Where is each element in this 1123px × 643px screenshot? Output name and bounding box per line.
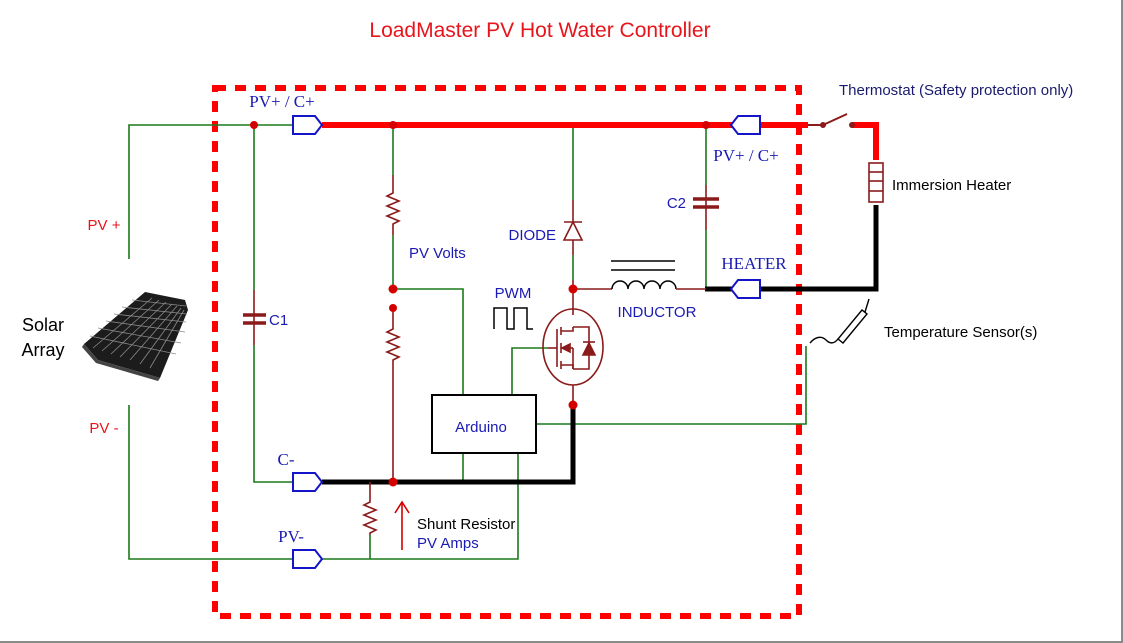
shunt-resistor-icon [361, 482, 379, 535]
thermostat-switch-icon [808, 113, 855, 128]
capacitor-c1-label: C1 [269, 312, 288, 329]
mosfet-icon [542, 280, 604, 405]
pv-positive-bus [322, 122, 879, 160]
current-direction-arrow-icon [394, 500, 410, 550]
inductor-label: INDUCTOR [618, 304, 697, 321]
connector-label-pv-plus-c-plus-in: PV+ / C+ [249, 92, 314, 111]
connector-label-pv-plus-c-plus-out: PV+ / C+ [713, 146, 778, 165]
pv-minus-label: PV - [89, 420, 118, 437]
pwm-label: PWM [495, 285, 532, 302]
pv-plus-label: PV + [88, 217, 121, 234]
capacitor-c2-label: C2 [667, 195, 686, 212]
controller-enclosure-border [212, 85, 802, 619]
connector-heater [729, 279, 761, 299]
diode-label: DIODE [508, 227, 556, 244]
connector-pv-plus-out [729, 115, 761, 135]
pv-amps-label: PV Amps [417, 535, 479, 552]
capacitor-c2-icon [693, 185, 719, 230]
capacitor-c1-icon [243, 290, 266, 345]
arduino-label: Arduino [455, 419, 507, 436]
temperature-sensor-icon [809, 298, 870, 344]
connector-label-pv-minus: PV- [278, 527, 304, 546]
immersion-heater-icon [868, 162, 884, 203]
connector-pv-plus-in [292, 115, 324, 135]
solar-array-label: Array [21, 340, 64, 360]
immersion-heater-label: Immersion Heater [892, 177, 1011, 194]
negative-bus [322, 205, 879, 485]
arduino-block [431, 394, 537, 454]
junction-dots [250, 121, 710, 487]
connector-label-c-minus: C- [278, 450, 295, 469]
connector-label-heater: HEATER [721, 254, 787, 273]
thermostat-label: Thermostat (Safety protection only) [839, 82, 1073, 99]
solar-array-label: Solar [22, 315, 64, 335]
pwm-waveform-icon [493, 307, 533, 330]
resistor-lower-icon [384, 308, 402, 482]
connector-c-minus [292, 472, 324, 492]
shunt-resistor-label: Shunt Resistor [417, 516, 515, 533]
window-border-bottom [0, 641, 1123, 643]
signal-wires [128, 124, 807, 560]
pv-volts-label: PV Volts [409, 245, 466, 262]
resistor-upper-icon [384, 175, 402, 235]
solar-panel-icon [82, 292, 188, 381]
diagram-title: LoadMaster PV Hot Water Controller [369, 19, 710, 42]
window-border-right [1121, 0, 1123, 643]
connector-pv-minus [292, 549, 324, 569]
temperature-sensor-label: Temperature Sensor(s) [884, 324, 1037, 341]
diode-icon [562, 200, 584, 255]
inductor-icon [573, 260, 706, 290]
